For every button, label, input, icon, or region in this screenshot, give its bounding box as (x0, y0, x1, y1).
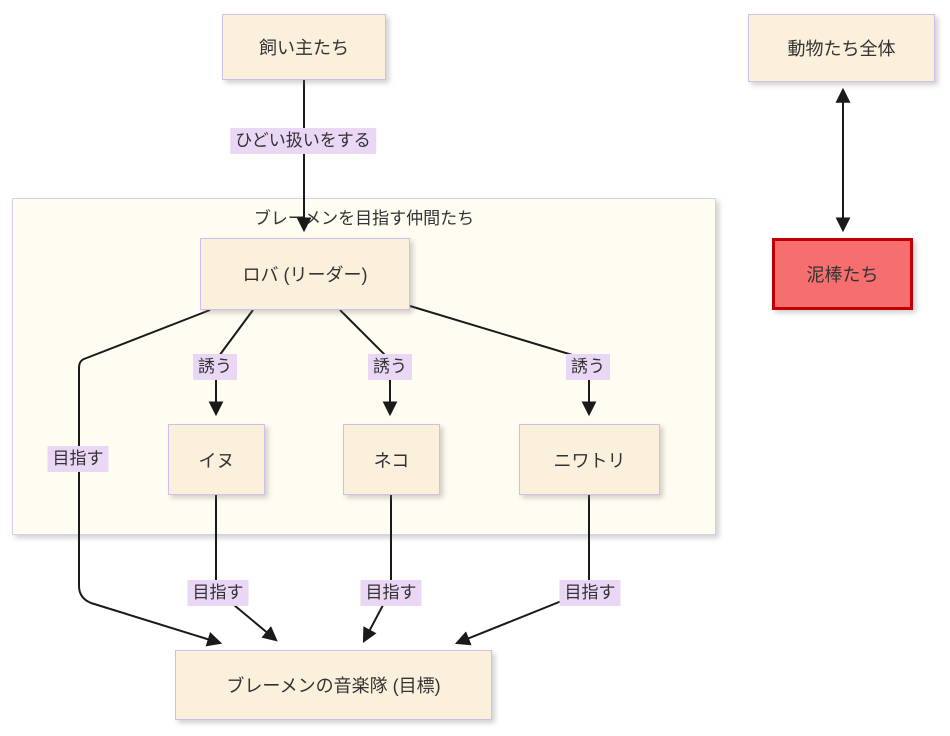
node-animals-all: 動物たち全体 (748, 14, 935, 82)
node-cat-label: ネコ (373, 450, 410, 471)
edge-label-aim-dog: 目指す (187, 579, 249, 607)
node-donkey: ロバ (リーダー) (200, 238, 410, 310)
edge-dog-to-goal (215, 495, 278, 642)
edge-label-aim-rooster: 目指す (559, 579, 621, 607)
edge-label-invite-rooster: 誘う (566, 353, 610, 381)
edge-label-invite-cat: 誘う (368, 353, 412, 381)
edge-donkey-to-goal (78, 309, 223, 647)
node-dog: イヌ (168, 424, 265, 495)
node-owners-label: 飼い主たち (259, 38, 349, 58)
node-dog-label: イヌ (198, 450, 235, 471)
node-thieves-label: 泥棒たち (806, 265, 879, 285)
node-donkey-label: ロバ (リーダー) (242, 265, 368, 285)
node-rooster-label: ニワトリ (553, 450, 626, 471)
edge-label-invite-dog: 誘う (193, 353, 237, 381)
edge-label-mistreat: ひどい扱いをする (230, 127, 376, 155)
node-rooster: ニワトリ (519, 424, 660, 495)
node-animals-all-label: 動物たち全体 (787, 39, 896, 59)
edge-donkey-to-rooster (409, 305, 597, 417)
edge-label-aim-donkey: 目指す (47, 445, 109, 473)
node-owners: 飼い主たち (222, 14, 386, 80)
edge-rooster-to-goal (454, 495, 590, 646)
node-goal: ブレーメンの音楽隊 (目標) (175, 650, 492, 720)
node-goal-label: ブレーメンの音楽隊 (目標) (226, 676, 441, 696)
edge-label-aim-cat: 目指す (360, 579, 422, 607)
node-cat: ネコ (343, 424, 440, 495)
edge-cat-to-goal (362, 495, 392, 643)
node-thieves: 泥棒たち (772, 238, 913, 310)
